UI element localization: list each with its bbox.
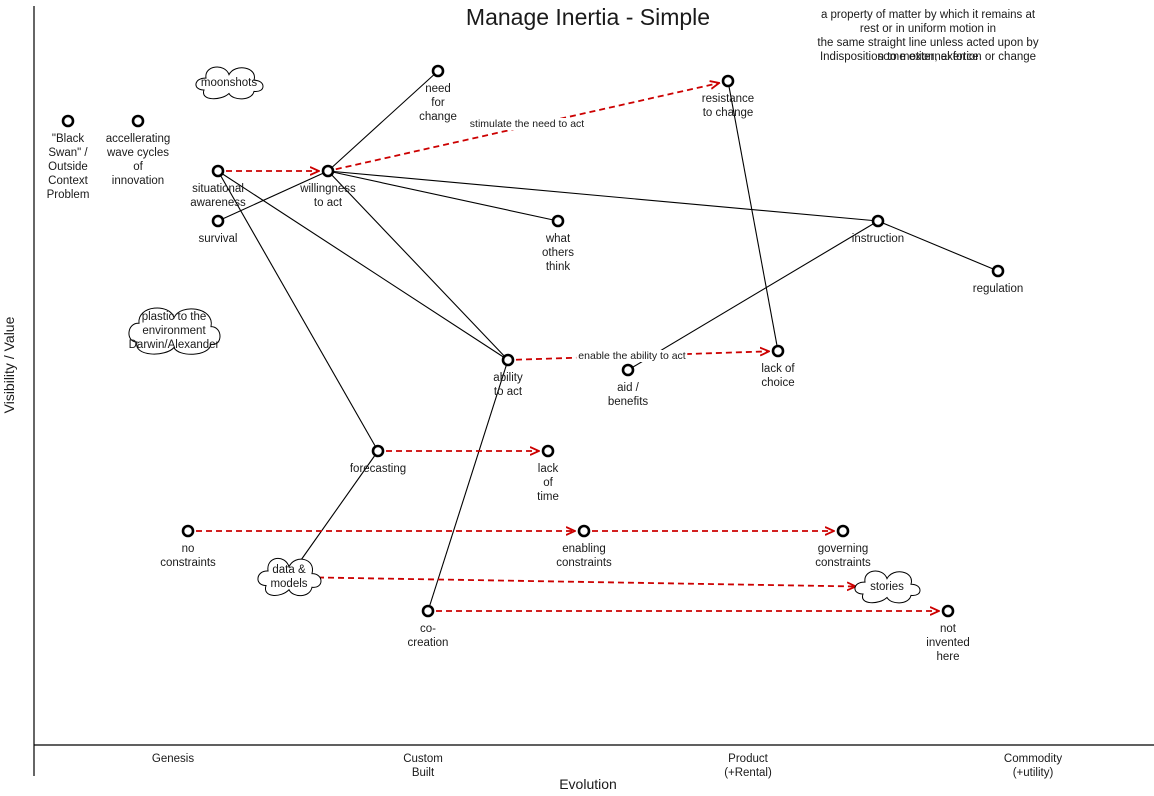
dependency-willingness-need_change — [327, 70, 439, 172]
cloud-label-data_models: data & models — [270, 564, 308, 590]
node-lack_time[interactable] — [541, 444, 555, 458]
node-aid[interactable] — [621, 363, 635, 377]
edge-label-stimulate: stimulate the need to act — [467, 118, 587, 130]
node-resistance[interactable] — [721, 74, 735, 88]
node-label-what_others: what others think — [542, 233, 574, 273]
x-axis-label: Evolution — [559, 776, 617, 792]
node-label-situational: situational awareness — [190, 183, 246, 209]
node-label-regulation: regulation — [972, 283, 1024, 295]
node-label-no_constraints: no constraints — [160, 543, 216, 569]
dependency-willingness-ability — [327, 170, 509, 361]
stage-custom-built: Custom Built — [403, 753, 443, 779]
map-title: Manage Inertia - Simple — [465, 4, 711, 30]
definition-physics: a property of matter by which it remains… — [817, 9, 1039, 63]
node-willingness[interactable] — [321, 164, 335, 178]
evolution-arrow-ability-lack_choice — [515, 351, 768, 361]
dependency-situational-ability — [217, 170, 509, 361]
node-label-willingness: willingness to act — [300, 183, 356, 209]
dependency-situational-forecasting — [217, 170, 379, 452]
node-black_swan[interactable] — [61, 114, 75, 128]
cloud-data_models[interactable] — [257, 557, 322, 597]
cloud-stories[interactable] — [854, 570, 921, 604]
node-what_others[interactable] — [551, 214, 565, 228]
node-label-survival: survival — [198, 233, 238, 245]
node-label-aid: aid / benefits — [607, 382, 649, 408]
dependency-survival-willingness — [217, 170, 329, 222]
node-governing[interactable] — [836, 524, 850, 538]
cloud-label-plastic: plastic to the environment Darwin/Alexan… — [128, 311, 220, 351]
node-label-resistance: resistance to change — [701, 93, 755, 119]
cloud-moonshots[interactable] — [195, 66, 264, 100]
dependency-ability-cocreation — [427, 359, 509, 612]
dependency-willingness-instruction — [327, 170, 879, 222]
node-ability[interactable] — [501, 353, 515, 367]
node-not_invented[interactable] — [941, 604, 955, 618]
node-cocreation[interactable] — [421, 604, 435, 618]
dependency-forecasting-data_models — [288, 450, 379, 578]
cloud-label-moonshots: moonshots — [200, 77, 258, 89]
node-label-black_swan: "Black Swan" / Outside Context Problem — [46, 133, 90, 201]
node-label-governing: governing constraints — [815, 543, 871, 569]
dependency-resistance-lack_choice — [727, 80, 779, 352]
node-situational[interactable] — [211, 164, 225, 178]
definition-general: Indisposition to motion, exertion or cha… — [819, 51, 1037, 63]
evolution-arrow-data_models-stories — [317, 576, 855, 586]
y-axis-label: Visibility / Value — [1, 316, 17, 414]
node-need_change[interactable] — [431, 64, 445, 78]
cloud-plastic[interactable] — [128, 307, 221, 355]
node-survival[interactable] — [211, 214, 225, 228]
node-label-not_invented: not invented here — [926, 623, 970, 663]
stage-genesis: Genesis — [151, 753, 195, 765]
node-label-ability: ability to act — [493, 372, 523, 398]
node-label-lack_choice: lack of choice — [761, 363, 795, 389]
node-forecasting[interactable] — [371, 444, 385, 458]
edge-label-enable: enable the ability to act — [576, 350, 688, 362]
node-label-cocreation: co- creation — [407, 623, 449, 649]
node-enabling[interactable] — [577, 524, 591, 538]
dependency-instruction-aid — [627, 220, 879, 371]
evolution-arrow-willingness-resistance — [335, 83, 718, 171]
node-label-enabling: enabling constraints — [556, 543, 612, 569]
node-accel_cycles[interactable] — [131, 114, 145, 128]
cloud-label-stories: stories — [870, 581, 904, 593]
stage-commodity: Commodity (+utility) — [1003, 753, 1063, 779]
node-no_constraints[interactable] — [181, 524, 195, 538]
node-label-lack_time: lack of time — [537, 463, 559, 503]
stage-product: Product (+Rental) — [724, 753, 772, 779]
node-lack_choice[interactable] — [771, 344, 785, 358]
node-label-forecasting: forecasting — [349, 463, 407, 475]
node-regulation[interactable] — [991, 264, 1005, 278]
node-label-accel_cycles: accellerating wave cycles of innovation — [105, 133, 171, 187]
node-label-need_change: need for change — [419, 83, 457, 123]
dependency-willingness-what_others — [327, 170, 559, 222]
node-instruction[interactable] — [871, 214, 885, 228]
node-label-instruction: instruction — [851, 233, 905, 245]
dependency-instruction-regulation — [877, 220, 999, 272]
